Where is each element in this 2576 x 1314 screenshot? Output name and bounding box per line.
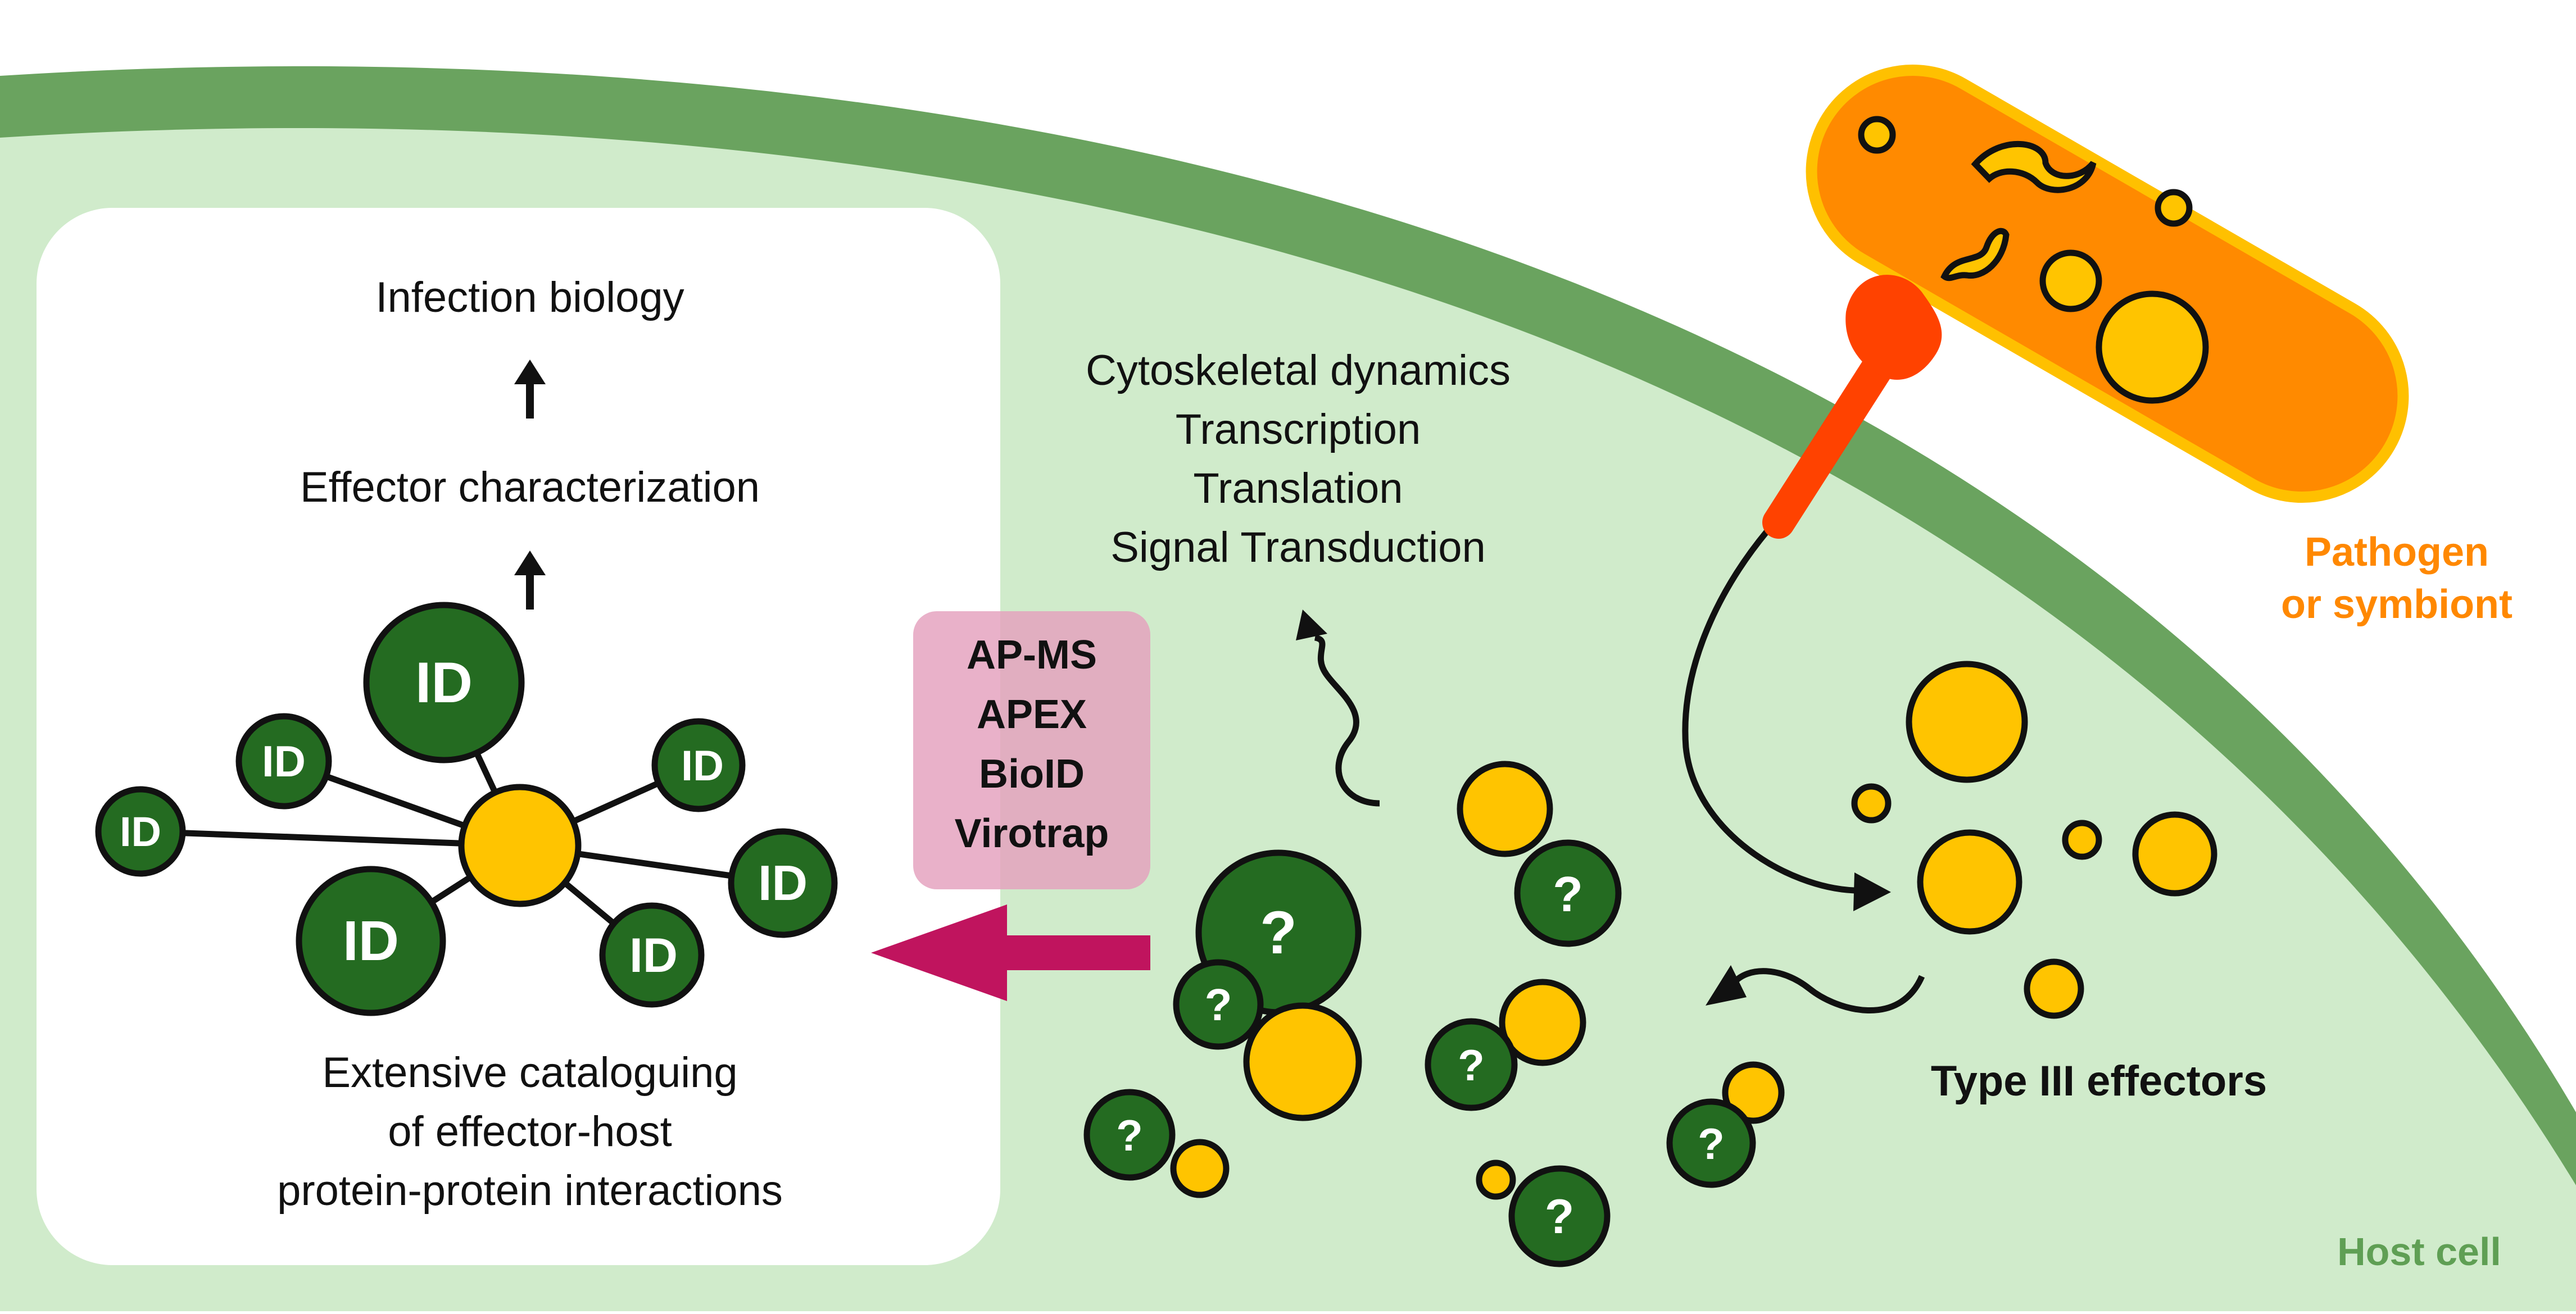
id-label: ID — [758, 855, 808, 911]
panel-caption-1: Extensive cataloguing — [322, 1049, 737, 1097]
id-label: ID — [120, 808, 161, 855]
effector — [1917, 829, 2022, 935]
injection-arrow — [1682, 529, 1855, 894]
question-label: ? — [1545, 1190, 1575, 1244]
question-label: ? — [1553, 866, 1583, 922]
question-label: ? — [1698, 1119, 1725, 1168]
effectors-label: Type III effectors — [1931, 1057, 2267, 1105]
question-label: ? — [1458, 1040, 1485, 1090]
pathogen-label-1: Pathogen — [2305, 530, 2489, 575]
up-arrow-mid-head — [514, 551, 546, 575]
complex-4: ? — [1476, 1160, 1611, 1267]
method-box — [913, 611, 1150, 889]
complex-large: ? ? — [1173, 849, 1362, 1121]
process-transcription: Transcription — [1176, 406, 1421, 453]
effector-hub — [458, 784, 582, 907]
effector — [1906, 661, 2028, 783]
id-node-bottom-right: ID — [599, 902, 705, 1008]
id-node-right: ID — [728, 828, 838, 938]
plasmid-squiggle-2 — [1940, 228, 2010, 281]
id-node-upper-right: ID — [651, 718, 746, 812]
question-label: ? — [1116, 1111, 1143, 1160]
method-apex: APEX — [977, 692, 1087, 737]
effector — [2024, 958, 2084, 1019]
free-effectors — [1851, 661, 2217, 1019]
effector — [2062, 820, 2102, 860]
process-signal-transduction: Signal Transduction — [1110, 524, 1486, 571]
interaction-panel — [37, 208, 1000, 1265]
id-node-left: ID — [95, 786, 186, 877]
squiggle-arrow-binding-head — [1706, 965, 1747, 1006]
squiggle-arrow-processes-head — [1296, 610, 1327, 640]
id-node-top: ID — [363, 602, 525, 763]
complex-1: ? — [1457, 761, 1622, 947]
id-label: ID — [681, 742, 724, 790]
panel-caption-2: of effector-host — [388, 1108, 672, 1156]
host-cell-label: Host cell — [2337, 1230, 2501, 1274]
injection-arrow-head — [1853, 872, 1891, 911]
bacterium — [1806, 65, 2409, 503]
id-node-bottom-left: ID — [296, 866, 446, 1016]
up-arrow-top-head — [514, 360, 546, 384]
outcome-infection-biology: Infection biology — [375, 274, 684, 321]
complex-2: ? — [1425, 979, 1586, 1111]
screening-arrow — [871, 904, 1150, 1001]
method-virotrap: Virotrap — [955, 811, 1109, 856]
process-cytoskeletal: Cytoskeletal dynamics — [1086, 347, 1511, 394]
secretion-system — [1762, 275, 1942, 539]
id-label: ID — [629, 929, 678, 983]
question-label: ? — [1205, 980, 1232, 1030]
complex-3: ? — [1083, 1089, 1230, 1198]
outcome-effector-characterization: Effector characterization — [300, 463, 760, 511]
panel-caption-3: protein-protein interactions — [277, 1167, 783, 1215]
edge-id-left — [140, 828, 520, 849]
method-ap-ms: AP-MS — [967, 633, 1097, 678]
id-label: ID — [262, 736, 306, 786]
plasmid-squiggle-1 — [1971, 141, 2097, 193]
id-label: ID — [415, 651, 473, 715]
complex-5: ? — [1666, 1061, 1785, 1188]
method-bioid: BioID — [979, 752, 1085, 797]
squiggle-arrow-binding — [1731, 968, 1925, 1014]
squiggle-arrow-processes — [1314, 634, 1380, 807]
id-label: ID — [343, 910, 399, 972]
pathogen-label-2: or symbiont — [2281, 582, 2512, 627]
question-label: ? — [1260, 898, 1297, 966]
process-translation: Translation — [1193, 465, 1403, 512]
effector — [2132, 811, 2217, 897]
id-node-upper-left: ID — [235, 713, 332, 810]
effector — [1851, 783, 1892, 824]
